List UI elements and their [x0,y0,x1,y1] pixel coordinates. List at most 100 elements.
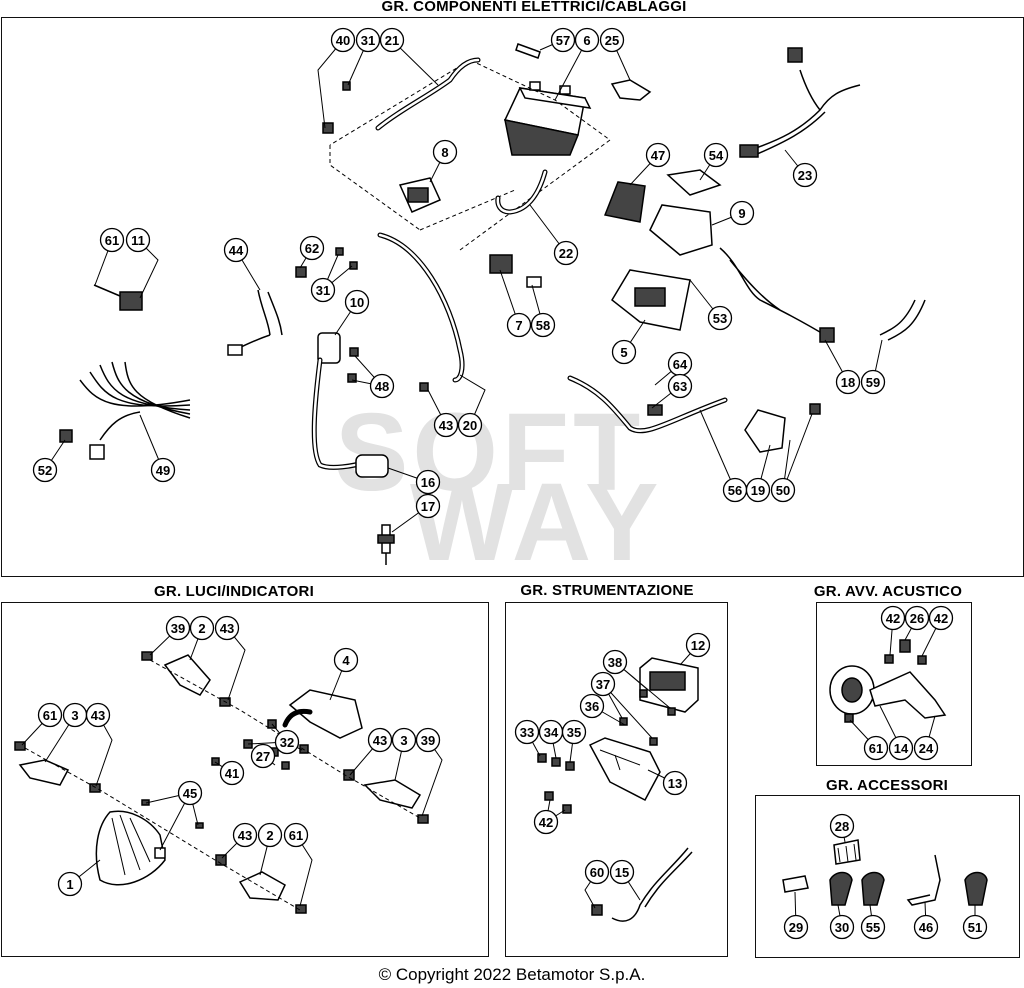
watermark-line-1: SOFT [335,391,644,514]
callout-label: 54 [709,148,724,163]
callout-horn-61: 61 [863,735,889,761]
callout-label: 48 [375,379,389,394]
callout-electrical-31: 31 [355,27,381,53]
callout-instruments-12: 12 [685,632,711,658]
callout-electrical-21: 21 [379,27,405,53]
callout-label: 60 [590,865,604,880]
callout-label: 25 [605,33,619,48]
callout-electrical-47: 47 [645,142,671,168]
callout-lights-43: 43 [85,702,111,728]
callout-label: 61 [105,233,119,248]
callout-electrical-40: 40 [330,27,356,53]
callout-label: 61 [869,741,883,756]
callout-label: 37 [596,677,610,692]
callout-horn-24: 24 [913,735,939,761]
callout-label: 3 [400,733,407,748]
callout-label: 42 [934,611,948,626]
callout-label: 2 [198,621,205,636]
callout-label: 1 [66,877,73,892]
callout-label: 42 [539,815,553,830]
callout-instruments-33: 33 [514,719,540,745]
callout-label: 51 [968,920,982,935]
callout-lights-27: 27 [250,743,276,769]
dashboard-bracket-drawing [588,737,661,802]
callout-label: 55 [866,920,880,935]
callout-label: 12 [691,638,705,653]
horn-panel [816,602,972,766]
callout-electrical-22: 22 [553,240,579,266]
callout-label: 50 [776,483,790,498]
accessories-drawings [782,839,988,906]
dashboard-drawing [639,657,699,713]
callout-label: 43 [91,708,105,723]
callout-instruments-60: 60 [584,859,610,885]
instruments-panel [505,602,728,957]
callout-label: 46 [919,920,933,935]
copyright-text: © Copyright 2022 Betamotor S.p.A. [378,965,646,984]
callout-label: 56 [728,483,742,498]
headlight-drawing [95,810,166,886]
callout-label: 4 [342,653,350,668]
callout-label: 14 [894,741,909,756]
callout-horn-26: 26 [904,605,930,631]
callout-instruments-37: 37 [590,671,616,697]
callout-electrical-23: 23 [792,162,818,188]
watermark-line-2: WAY [410,461,662,584]
callout-lights-43: 43 [367,727,393,753]
callout-label: 8 [441,145,448,160]
callout-lights-3: 3 [62,702,88,728]
callout-electrical-62: 62 [299,235,325,261]
callout-electrical-61: 61 [99,227,125,253]
callout-label: 59 [866,375,880,390]
callout-label: 33 [520,725,534,740]
callout-label: 20 [463,418,477,433]
callout-label: 45 [183,786,197,801]
callout-label: 64 [673,357,688,372]
callout-label: 11 [131,233,145,248]
callout-instruments-13: 13 [662,770,688,796]
callout-label: 19 [751,483,765,498]
callout-lights-39: 39 [415,727,441,753]
callout-electrical-17: 17 [415,493,441,519]
callout-electrical-5: 5 [611,339,637,365]
callout-lights-3: 3 [391,727,417,753]
callout-instruments-36: 36 [579,693,605,719]
callout-electrical-20: 20 [457,412,483,438]
callout-label: 23 [798,168,812,183]
callout-electrical-53: 53 [707,305,733,331]
callout-label: 13 [668,776,682,791]
callout-horn-14: 14 [888,735,914,761]
callout-horn-42: 42 [880,605,906,631]
callout-label: 43 [373,733,387,748]
accessories-section-title: GR. ACCESSORI [819,777,955,794]
callout-lights-43: 43 [232,822,258,848]
callout-label: 22 [559,246,573,261]
callout-electrical-6: 6 [574,27,600,53]
callout-accessories-51: 51 [962,914,988,940]
callout-electrical-54: 54 [703,142,729,168]
spark-plug-drawing [377,524,395,565]
callout-label: 63 [673,379,687,394]
callout-instruments-34: 34 [538,719,564,745]
callout-label: 16 [421,475,435,490]
callout-label: 43 [439,418,453,433]
callout-lights-41: 41 [219,760,245,786]
callout-label: 41 [225,766,239,781]
callout-lights-1: 1 [57,871,83,897]
callout-lights-45: 45 [177,780,203,806]
battery-drawing [503,81,592,156]
callout-label: 61 [43,708,57,723]
callout-lights-61: 61 [283,822,309,848]
callout-label: 40 [336,33,350,48]
callout-label: 44 [229,243,244,258]
callout-accessories-46: 46 [913,914,939,940]
callout-electrical-48: 48 [369,373,395,399]
callout-electrical-25: 25 [599,27,625,53]
callout-electrical-44: 44 [223,237,249,263]
callout-label: 31 [361,33,375,48]
callout-lights-4: 4 [333,647,359,673]
accessories-panel [755,795,1020,958]
callout-label: 38 [608,655,622,670]
